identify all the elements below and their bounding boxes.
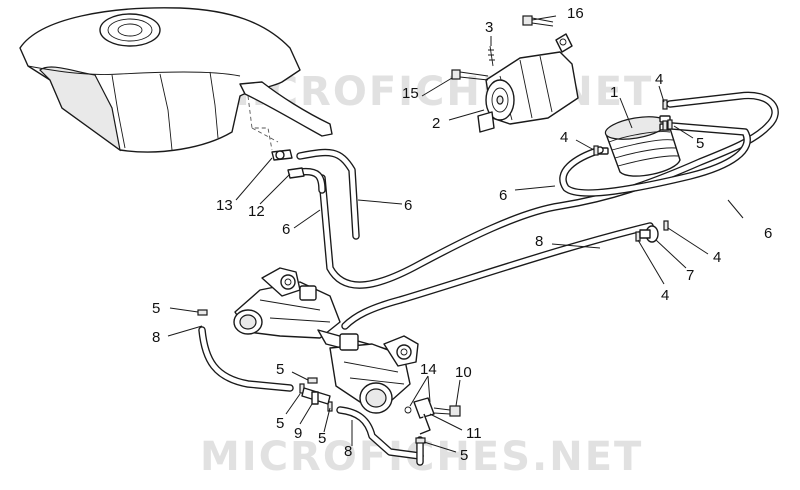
callout-5c: 5: [276, 361, 284, 378]
callout-4c: 4: [713, 249, 721, 266]
callout-8c: 8: [344, 443, 352, 460]
callout-2: 2: [432, 115, 440, 132]
callout-5d: 5: [276, 415, 284, 432]
callout-5b: 5: [152, 300, 160, 317]
callout-15: 15: [402, 85, 419, 102]
callout-8b: 8: [152, 329, 160, 346]
callout-6d: 6: [404, 197, 412, 214]
callout-4b: 4: [560, 129, 568, 146]
callout-labels: 1 2 3 4 4 5 6 6 8 4 7 4 13 12 6 6 15 16 …: [152, 5, 772, 464]
callout-4d: 4: [661, 287, 669, 304]
hose-lines: [198, 91, 779, 466]
callout-6b: 6: [764, 225, 772, 242]
callout-4a: 4: [655, 71, 663, 88]
callout-11: 11: [466, 425, 482, 442]
leader-lines: [167, 15, 744, 453]
t-fitting-9: [301, 387, 331, 405]
callout-9: 9: [294, 425, 302, 442]
carbon-canister: [597, 115, 681, 177]
fuel-tank: [19, 7, 333, 153]
callout-6c: 6: [282, 221, 290, 238]
callout-6a: 6: [499, 187, 507, 204]
callout-13: 13: [216, 197, 233, 214]
callout-16: 16: [567, 5, 584, 22]
callout-5f: 5: [460, 447, 468, 464]
callout-12: 12: [248, 203, 265, 220]
callout-14: 14: [420, 361, 437, 378]
bolt-16: [522, 15, 554, 27]
throttle-body-assembly: [233, 267, 461, 435]
callout-8a: 8: [535, 233, 543, 250]
hose-clamps: [197, 99, 673, 444]
callout-7: 7: [686, 267, 694, 284]
callout-1: 1: [610, 84, 618, 101]
callout-10: 10: [455, 364, 472, 381]
canister-bracket-assembly: [451, 15, 579, 133]
hose-8-left: [198, 326, 294, 392]
callout-5e: 5: [318, 430, 326, 447]
callout-5a: 5: [696, 135, 704, 152]
bolt-15: [451, 69, 489, 81]
valve-7: [639, 225, 659, 243]
callout-3: 3: [485, 19, 493, 36]
